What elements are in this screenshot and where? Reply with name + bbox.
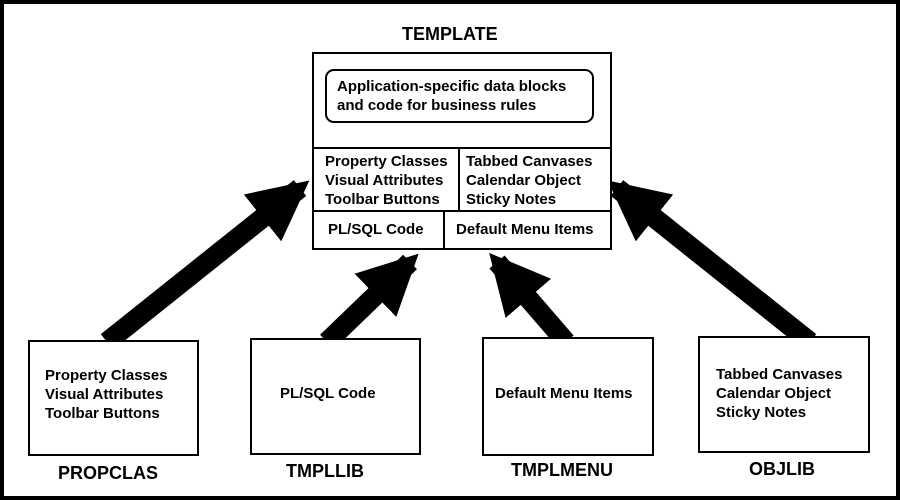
template-divider-mid-vertical [458,148,460,211]
tmplmenu-label: TMPLMENU [511,460,613,480]
template-cell-left-line-2: Visual Attributes [325,172,444,189]
propclas-line-2: Visual Attributes [45,386,164,403]
template-app-block [325,69,594,123]
template-cell-right-mid: Tabbed Canvases Calendar Object Sticky N… [466,152,592,209]
template-cell-left-line-1: Property Classes [325,153,448,170]
propclas-box-text: Property Classes Visual Attributes Toolb… [45,366,168,423]
propclas-box [28,340,199,456]
objlib-line-3: Sticky Notes [716,404,807,421]
template-app-line-1: Application-specific data blocks [337,78,567,95]
arrow-propclas [100,180,310,350]
template-cell-left-mid: Property Classes Visual Attributes Toolb… [325,152,448,209]
tmplmenu-box [482,337,654,456]
tmpllib-box [250,338,421,455]
tmpllib-label: TMPLLIB [286,461,364,481]
template-cell-right-line-1: Tabbed Canvases [466,153,593,170]
arrow-objlib [607,180,817,350]
propclas-line-1: Property Classes [45,367,168,384]
objlib-line-2: Calendar Object [716,385,832,402]
objlib-box [698,336,870,453]
template-cell-right-line-2: Calendar Object [466,172,582,189]
objlib-label: OBJLIB [749,459,816,479]
template-title: TEMPLATE [402,24,498,44]
propclas-label: PROPCLAS [58,463,159,483]
arrow-tmpllib [320,253,419,350]
objlib-line-1: Tabbed Canvases [716,366,843,383]
tmpllib-box-text: PL/SQL Code [280,384,376,403]
template-divider-bottom-vertical [443,211,445,249]
template-divider-1 [312,147,612,149]
objlib-box-text: Tabbed Canvases Calendar Object Sticky N… [716,365,842,422]
template-app-block-text: Application-specific data blocks and cod… [337,77,566,115]
template-app-line-2: and code for business rules [337,97,537,114]
tmplmenu-line-1: Default Menu Items [495,385,633,402]
template-cell-plsql: PL/SQL Code [328,221,424,238]
tmpllib-line-1: PL/SQL Code [280,385,376,402]
template-cell-right-line-3: Sticky Notes [466,191,557,208]
propclas-line-3: Toolbar Buttons [45,405,160,422]
template-cell-menu-items: Default Menu Items [456,221,594,238]
template-cell-left-line-3: Toolbar Buttons [325,191,440,208]
arrow-tmplmenu [489,252,574,349]
template-divider-2 [312,210,612,212]
tmplmenu-box-text: Default Menu Items [495,384,633,403]
